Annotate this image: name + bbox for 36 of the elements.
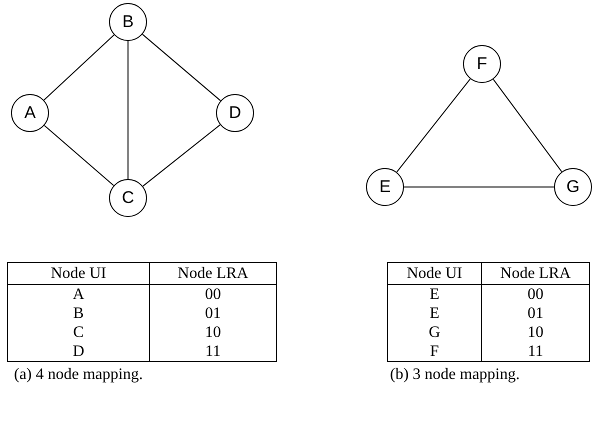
table-value: G	[428, 324, 440, 341]
column-header: Node UI	[406, 265, 462, 282]
caption: (a) 4 node mapping.	[14, 366, 143, 384]
table-value: B	[73, 305, 84, 322]
table-value: E	[430, 286, 440, 303]
node-circle: G	[554, 168, 592, 206]
connector-line	[492, 78, 562, 172]
node-circle: B	[109, 3, 147, 41]
connector-line	[404, 186, 554, 188]
column-header: Node LRA	[500, 265, 571, 282]
table-value: 10	[528, 324, 544, 341]
table-value: 11	[528, 343, 544, 360]
table-value: 11	[205, 343, 221, 360]
table-value: 10	[205, 324, 221, 341]
connector-line	[44, 124, 114, 186]
table-value: E	[430, 305, 440, 322]
column-header: Node UI	[50, 265, 106, 282]
table-value: F	[430, 343, 439, 360]
table-value: 01	[528, 305, 544, 322]
node-circle: D	[216, 94, 254, 132]
node-circle: F	[463, 45, 501, 83]
column-header: Node LRA	[178, 265, 248, 282]
table-value: 00	[528, 286, 544, 303]
connector-line	[142, 124, 221, 187]
connector-line	[43, 34, 115, 101]
connector-line	[396, 78, 471, 173]
node-circle: A	[11, 94, 49, 132]
caption: (b) 3 node mapping.	[390, 366, 520, 384]
table-value: C	[73, 324, 84, 341]
table-value: 00	[205, 286, 221, 303]
table-value: A	[72, 286, 84, 303]
connector-line	[142, 34, 222, 102]
table-value: 01	[205, 305, 221, 322]
node-circle: C	[109, 179, 147, 217]
node-circle: E	[366, 168, 404, 206]
table-value: D	[72, 343, 84, 360]
